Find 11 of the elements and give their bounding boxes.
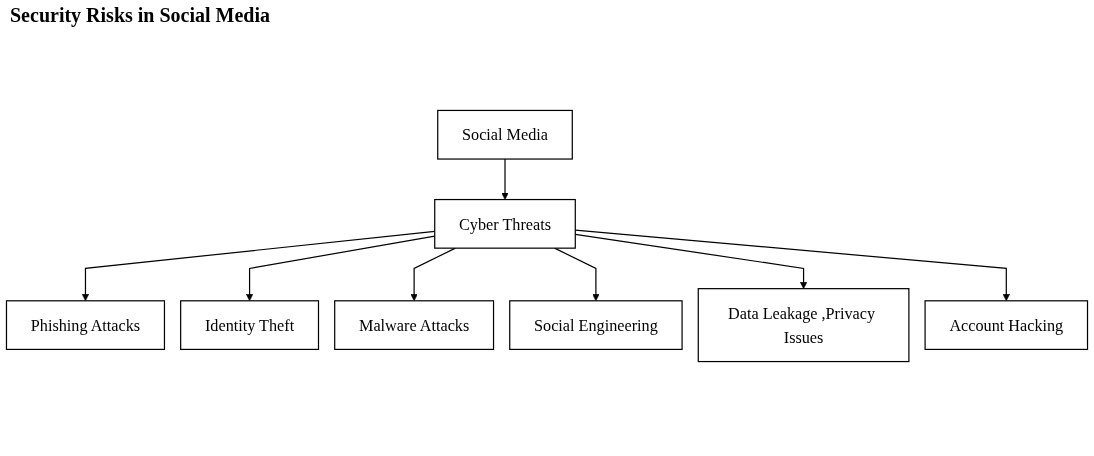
node-box: Phishing Attacks — [5, 300, 166, 351]
node-box: Social Media — [437, 109, 573, 160]
node-box: Account Hacking — [924, 300, 1089, 351]
node-box: Malware Attacks — [334, 300, 495, 351]
node-box: Data Leakage ,Privacy Issues — [697, 288, 910, 363]
diagram-title: Security Risks in Social Media — [10, 4, 270, 27]
arrow — [554, 247, 600, 302]
arrow — [501, 158, 509, 200]
node-box: Identity Theft — [180, 300, 320, 351]
node-box: Cyber Threats — [434, 198, 576, 249]
node-box: Social Engineering — [509, 300, 683, 351]
